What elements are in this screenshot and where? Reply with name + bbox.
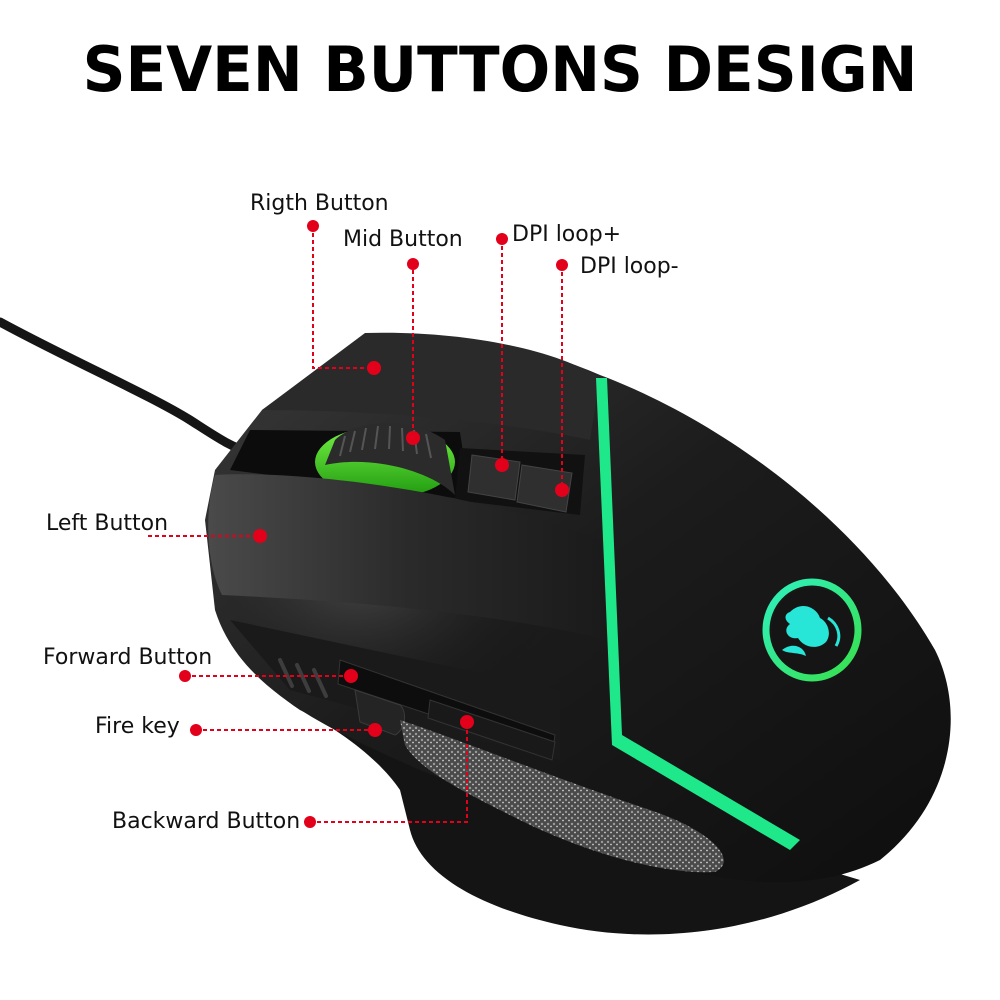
scroll-wheel: [325, 423, 455, 495]
right-button: [262, 332, 600, 440]
scorpion-logo-icon: [762, 578, 862, 682]
dpi-minus-button: [516, 464, 573, 513]
label-right-button: Rigth Button: [250, 191, 389, 216]
leader-lines: [148, 226, 563, 823]
label-fire-key: Fire key: [95, 714, 180, 739]
label-dpi-minus: DPI loop-: [580, 254, 679, 279]
label-dpi-plus: DPI loop+: [512, 222, 622, 247]
annotation-dots: [179, 220, 569, 828]
cable: [0, 317, 255, 457]
page-title: SEVEN BUTTONS DESIGN: [82, 33, 918, 106]
label-mid-button: Mid Button: [343, 227, 463, 252]
left-button: [208, 474, 610, 640]
backward-button: [427, 699, 556, 761]
label-forward-button: Forward Button: [43, 645, 213, 670]
dpi-plus-button: [467, 454, 521, 501]
side-grip: [400, 720, 724, 873]
label-backward-button: Backward Button: [112, 809, 301, 834]
label-left-button: Left Button: [46, 511, 169, 536]
